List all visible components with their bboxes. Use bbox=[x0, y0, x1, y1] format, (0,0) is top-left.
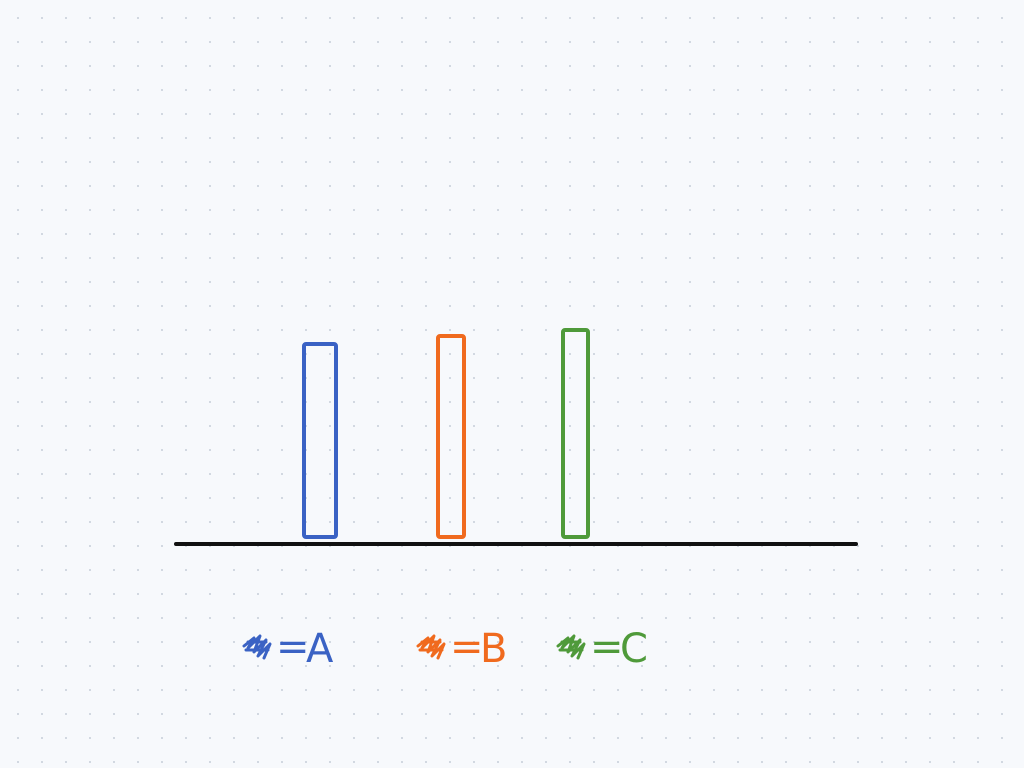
legend-equals: = bbox=[276, 624, 310, 670]
legend-swatch-c bbox=[556, 634, 586, 660]
legend-swatch-a bbox=[242, 634, 272, 660]
bar-a bbox=[302, 342, 338, 539]
legend-label-a: A bbox=[306, 626, 334, 672]
legend-label-b: B bbox=[480, 626, 507, 672]
bar-b bbox=[436, 334, 466, 539]
legend: =A=B=C bbox=[242, 624, 648, 672]
legend-equals: = bbox=[590, 624, 624, 670]
legend-item-b: =B bbox=[416, 624, 507, 672]
legend-label-c: C bbox=[620, 626, 648, 672]
legend-swatch-b bbox=[416, 634, 446, 660]
bars-group bbox=[302, 328, 590, 539]
legend-item-c: =C bbox=[556, 624, 648, 672]
legend-equals: = bbox=[450, 624, 484, 670]
bar-c bbox=[561, 328, 590, 539]
legend-item-a: =A bbox=[242, 624, 334, 672]
